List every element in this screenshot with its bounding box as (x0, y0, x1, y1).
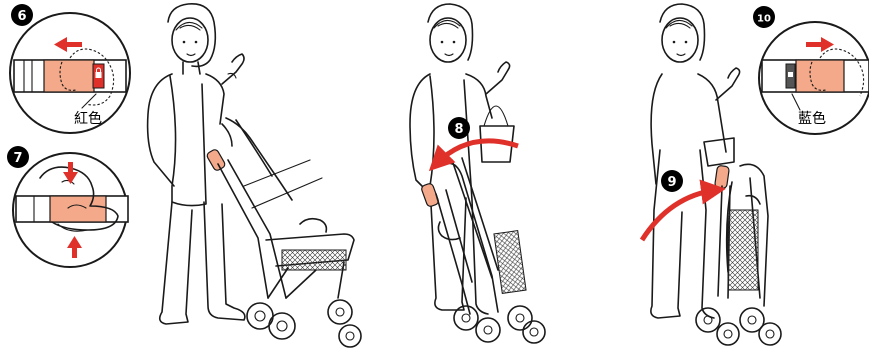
stroller-open (206, 118, 361, 347)
step-10-label: 藍色 (798, 110, 826, 127)
step-6-badge: 6 (11, 4, 33, 26)
step-6-detail: 6 紅色 (10, 4, 130, 133)
step-8-badge: 8 (448, 117, 470, 139)
stroller-folding (421, 158, 545, 343)
figure-stroller-folding: 8 (410, 4, 545, 343)
step-6-number: 6 (17, 9, 26, 24)
step-9-number: 9 (667, 175, 676, 190)
step-9-badge: 9 (661, 170, 683, 192)
step-6-label: 紅色 (74, 110, 102, 127)
step-8-number: 8 (454, 122, 463, 137)
woman-figure-3 (651, 4, 740, 318)
step-10-badge: 10 (753, 6, 775, 28)
step-7-detail: 7 (7, 146, 128, 267)
figure-stroller-open (148, 4, 361, 347)
step-10-detail: 10 藍色 (753, 6, 869, 134)
step-10-number: 10 (757, 14, 771, 25)
curved-arrow-icon (436, 141, 518, 164)
step-7-number: 7 (13, 151, 22, 166)
step-7-badge: 7 (7, 146, 29, 168)
figure-stroller-folded: 9 (642, 4, 781, 345)
